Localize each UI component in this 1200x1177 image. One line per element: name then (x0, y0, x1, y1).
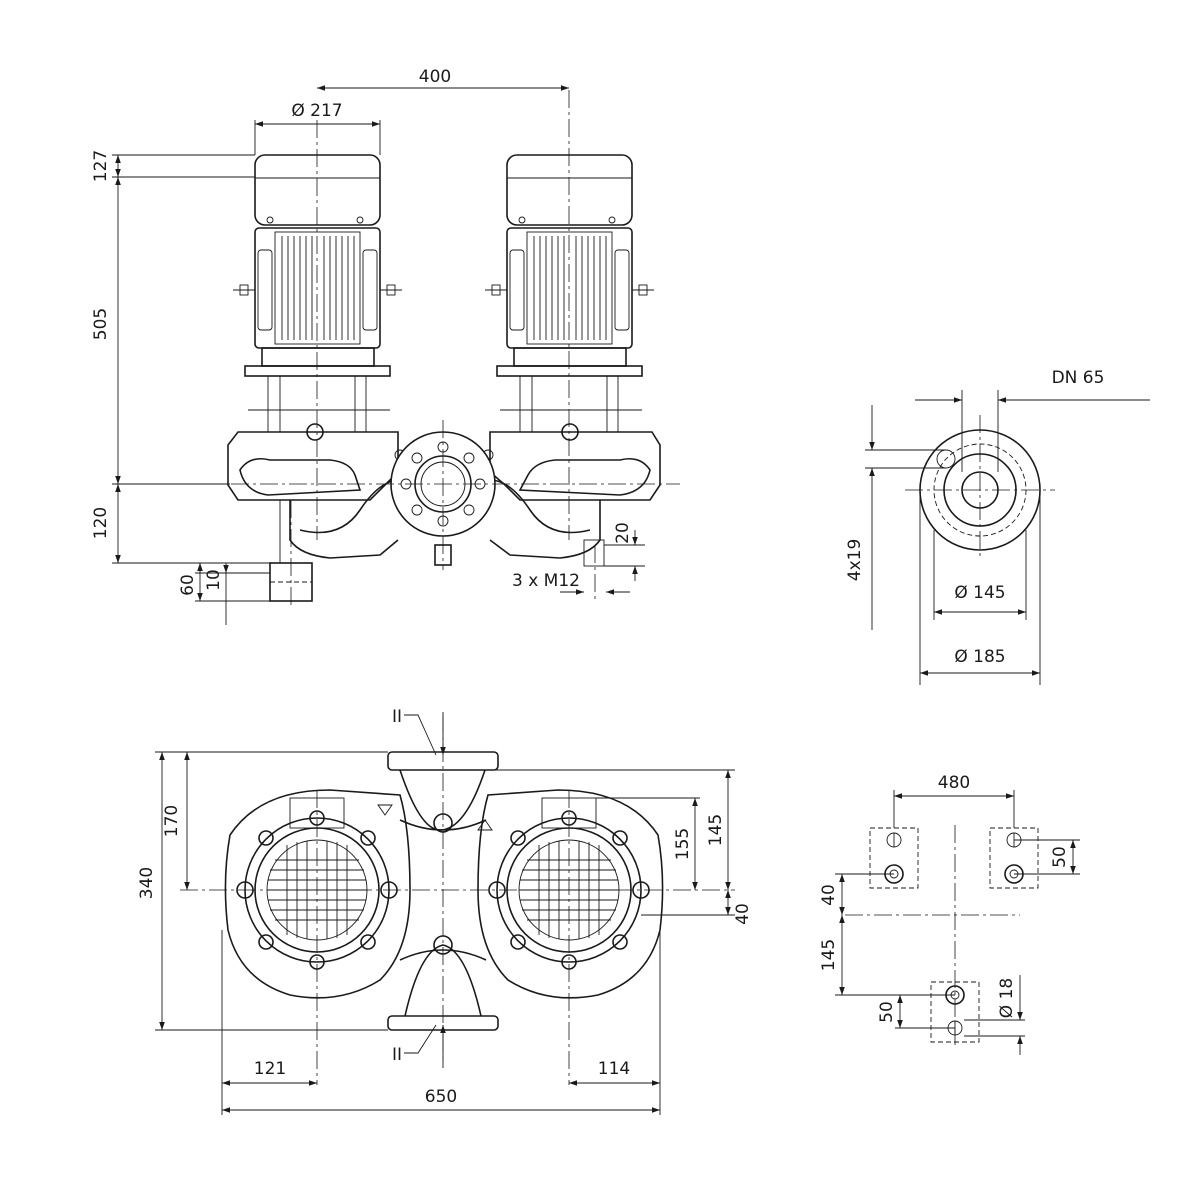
dim-diameter-185: Ø 185 (954, 647, 1005, 667)
foot-layout: 480 50 40 145 50 Ø 18 (819, 773, 1080, 1055)
dim-340: 340 (137, 867, 157, 899)
dim-40-foot: 40 (819, 884, 839, 906)
dim-3xM12: 3 x M12 (512, 571, 580, 591)
right-motor (485, 154, 654, 433)
section-mark-bottom: II (392, 1045, 402, 1065)
dim-145-foot: 145 (819, 939, 839, 971)
dim-diameter-217: Ø 217 (291, 101, 342, 121)
pump-housing (227, 423, 661, 602)
left-motor (233, 154, 402, 433)
dim-120: 120 (91, 507, 111, 539)
center-body-top (377, 751, 499, 1031)
dim-505: 505 (91, 308, 111, 340)
right-pump-top (477, 789, 664, 999)
dim-400: 400 (419, 67, 451, 87)
dim-50-bottom: 50 (877, 1001, 897, 1023)
dim-145-right: 145 (706, 814, 726, 846)
dim-127: 127 (91, 150, 111, 182)
foot-pad-left (869, 790, 919, 889)
dim-480: 480 (938, 773, 970, 793)
dim-10: 10 (204, 569, 224, 591)
dim-20: 20 (613, 522, 633, 544)
left-pump-top (224, 789, 411, 999)
front-view: 400 Ø 217 127 505 120 60 10 20 3 x M12 (91, 67, 680, 625)
dim-170: 170 (162, 805, 182, 837)
dim-4x19: 4x19 (845, 539, 865, 582)
section-mark-top: II (392, 707, 402, 727)
flange-detail: DN 65 4x19 Ø 145 Ø 185 (845, 368, 1150, 685)
dim-50-top: 50 (1050, 846, 1070, 868)
dim-dn65: DN 65 (1052, 368, 1105, 388)
dim-114: 114 (598, 1059, 630, 1079)
dim-121: 121 (254, 1059, 286, 1079)
dim-155: 155 (673, 828, 693, 860)
dim-60: 60 (178, 574, 198, 596)
top-view: II II 340 170 145 155 40 121 114 650 (137, 707, 753, 1115)
dim-40-right: 40 (733, 903, 753, 925)
foot-pad-right (989, 790, 1039, 889)
dim-650: 650 (425, 1087, 457, 1107)
dim-diameter-18: Ø 18 (997, 978, 1017, 1018)
dim-diameter-145: Ø 145 (954, 583, 1005, 603)
